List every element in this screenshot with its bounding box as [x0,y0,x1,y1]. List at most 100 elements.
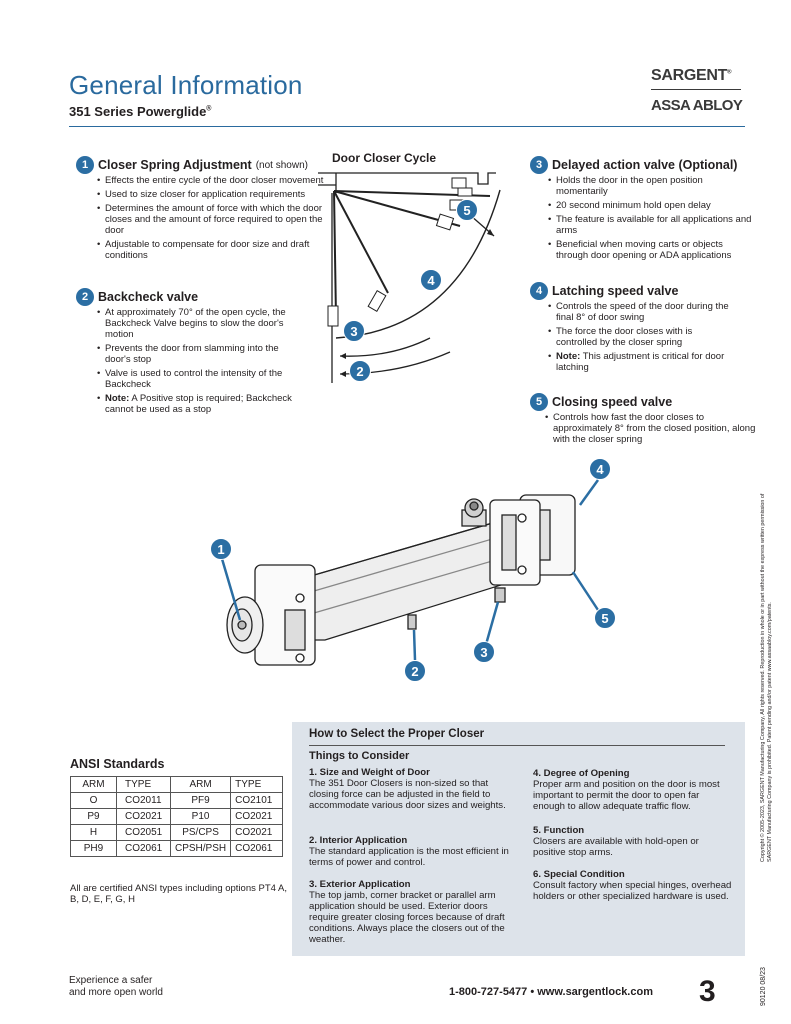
ansi-standards-table: ARM TYPE ARM TYPE O CO2011 PF9 CO2101 P9… [70,776,284,857]
cycle-callout-3: 3 [343,320,365,342]
document-code: 90120 08/23 [760,967,767,1006]
consideration-text: The standard application is the most eff… [309,846,509,868]
section-number-badge: 5 [530,393,548,411]
column-header: TYPE [230,776,284,793]
consideration-heading: 1. Size and Weight of Door [309,767,430,778]
bullet-item: At approximately 70° of the open cycle, … [97,307,306,340]
column-header: TYPE [116,776,171,793]
section-note: (not shown) [255,159,308,171]
consideration-item: 1. Size and Weight of Door The 351 Door … [309,767,509,811]
ansi-note: All are certified ANSI types including o… [70,883,288,905]
closer-callout-1: 1 [210,538,232,560]
table-cell: CO2021 [230,824,284,841]
consideration-text: Closers are available with hold-open or … [533,836,699,858]
consideration-text: Proper arm and position on the door is m… [533,779,720,812]
select-closer-panel: How to Select the Proper Closer Things t… [292,722,745,956]
consideration-text: Consult factory when special hinges, ove… [533,880,732,902]
section-latching-speed-valve: 4 Latching speed valve Controls the speed… [530,282,730,376]
consideration-item: 3. Exterior Application The top jamb, co… [309,879,509,945]
cycle-callout-4: 4 [420,269,442,291]
consideration-item: 5. Function Closers are available with h… [533,825,733,858]
bullet-item: Effects the entire cycle of the door clo… [97,175,326,186]
table-header-row: ARM TYPE ARM TYPE [70,776,284,793]
table-cell: CPSH/PSH [169,840,232,857]
logo-divider [651,89,741,90]
table-cell: CO2011 [116,792,171,809]
table-cell: CO2101 [230,792,284,809]
closer-callout-2: 2 [404,660,426,682]
section-number-badge: 1 [76,156,94,174]
consideration-item: 6. Special Condition Consult factory whe… [533,869,733,902]
section-title: Closing speed valve [552,395,673,409]
section-number-badge: 2 [76,288,94,306]
bullet-item: The force the door closes with is contro… [548,326,730,348]
bullet-item: The feature is available for all applica… [548,214,755,236]
section-closer-spring-adjustment: 1 Closer Spring Adjustment(not shown) Eff… [76,156,326,264]
consideration-heading: 2. Interior Application [309,835,408,846]
page-number: 3 [699,975,716,1008]
table-cell: CO2061 [230,840,284,857]
consideration-item: 4. Degree of Opening Proper arm and posi… [533,768,733,812]
section-delayed-action-valve: 3 Delayed action valve (Optional) Holds t… [530,156,755,264]
consideration-heading: 5. Function [533,825,585,836]
consideration-heading: 4. Degree of Opening [533,768,630,779]
table-cell: CO2021 [230,808,284,825]
bullet-item: Valve is used to control the intensity o… [97,368,306,390]
table-row: O CO2011 PF9 CO2101 [70,792,284,809]
table-cell: H [70,824,117,841]
table-cell: CO2021 [116,808,171,825]
table-cell: CO2051 [116,824,171,841]
table-cell: CO2061 [116,840,171,857]
assa-abloy-logo: ASSA ABLOY [651,97,743,114]
copyright-notice: Copyright © 2005-2023, SARGENT Manufactu… [760,493,773,862]
bullet-note: Note: This adjustment is critical for do… [548,351,730,373]
consideration-text: The 351 Door Closers is non-sized so tha… [309,778,506,811]
table-row: P9 CO2021 P10 CO2021 [70,808,284,825]
cycle-callout-5: 5 [456,199,478,221]
closer-callout-3: 3 [473,641,495,663]
door-closer-cycle-diagram [318,172,501,383]
table-cell: P10 [169,808,232,825]
section-number-badge: 4 [530,282,548,300]
bullet-item: 20 second minimum hold open delay [548,200,755,211]
consideration-text: The top jamb, corner bracket or parallel… [309,890,505,945]
things-to-consider-heading: Things to Consider [309,750,410,762]
select-closer-divider [309,745,725,746]
footer-tagline: Experience a safer and more open world [69,975,163,998]
section-title: Delayed action valve (Optional) [552,158,738,172]
sargent-logo: SARGENT® [651,67,732,84]
section-backcheck-valve: 2 Backcheck valve At approximately 70° of… [76,288,306,418]
footer-contact: 1-800-727-5477 • www.sargentlock.com [449,986,653,998]
door-closer-cycle-title: Door Closer Cycle [332,151,437,165]
ansi-standards-title: ANSI Standards [70,757,165,771]
section-number-badge: 3 [530,156,548,174]
bullet-item: Used to size closer for application requ… [97,189,326,200]
page-subtitle: 351 Series Powerglide® [69,104,212,119]
header-divider [69,126,745,127]
page-title: General Information [69,70,303,100]
bullet-item: Determines the amount of force with whic… [97,203,326,236]
section-title: Closer Spring Adjustment [98,158,252,172]
column-header: ARM [169,776,232,793]
cycle-callout-2: 2 [349,360,371,382]
closer-callout-5: 5 [594,607,616,629]
bullet-item: Prevents the door from slamming into the… [97,343,306,365]
section-title: Latching speed valve [552,284,679,298]
table-cell: P9 [70,808,117,825]
bullet-item: Controls how fast the door closes to app… [545,412,758,445]
table-row: H CO2051 PS/CPS CO2021 [70,824,284,841]
door-closer-illustration [218,479,600,666]
bullet-item: Beneficial when moving carts or objects … [548,239,755,261]
table-row: PH9 CO2061 CPSH/PSH CO2061 [70,840,284,857]
closer-callout-4: 4 [589,458,611,480]
bullet-item: Controls the speed of the door during th… [548,301,730,323]
select-closer-title: How to Select the Proper Closer [309,728,485,740]
consideration-item: 2. Interior Application The standard app… [309,835,509,868]
section-title: Backcheck valve [98,290,199,304]
table-cell: PF9 [169,792,232,809]
table-cell: O [70,792,117,809]
consideration-heading: 6. Special Condition [533,869,625,880]
table-cell: PH9 [70,840,117,857]
section-closing-speed-valve: 5 Closing speed valve Controls how fast t… [530,393,758,448]
bullet-item: Holds the door in the open position mome… [548,175,755,197]
